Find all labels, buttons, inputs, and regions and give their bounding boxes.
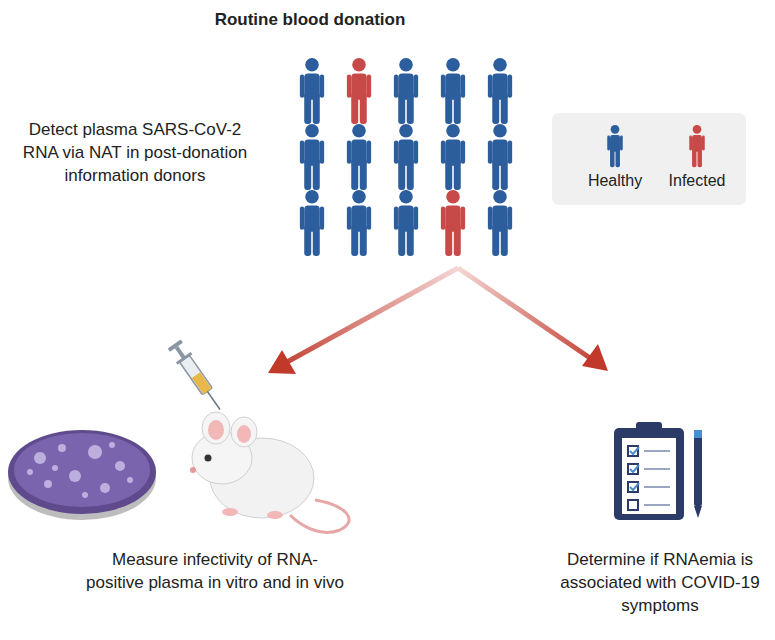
person-figure — [488, 58, 512, 124]
legend-label: Healthy — [575, 171, 655, 191]
person-figure — [394, 58, 418, 124]
person-figure — [441, 58, 465, 124]
legend-swatch — [689, 125, 705, 167]
person-figure — [347, 190, 371, 256]
person-figure — [300, 58, 324, 124]
person-figure — [300, 190, 324, 256]
petri-dish — [8, 430, 156, 520]
person-figure — [488, 190, 512, 256]
clipboard — [614, 422, 702, 520]
person-figure — [488, 124, 512, 190]
diagram-title: Routine blood donation — [160, 8, 460, 31]
person-figure — [394, 124, 418, 190]
mouse — [190, 412, 349, 532]
legend-swatch — [607, 125, 623, 167]
flow-arrows — [268, 268, 608, 374]
caption-text: Determine if RNAemia is associated with … — [545, 548, 775, 617]
caption-text: Detect plasma SARS-CoV-2 RNA via NAT in … — [20, 118, 250, 187]
person-figure — [300, 124, 324, 190]
syringe — [167, 339, 228, 415]
person-figure — [441, 124, 465, 190]
legend-panel — [552, 113, 746, 205]
legend-label: Infected — [657, 171, 737, 191]
person-figure — [441, 190, 465, 256]
caption-text: Measure infectivity of RNA-positive plas… — [85, 548, 345, 594]
person-figure — [347, 124, 371, 190]
person-figure — [394, 190, 418, 256]
person-figure — [347, 58, 371, 124]
